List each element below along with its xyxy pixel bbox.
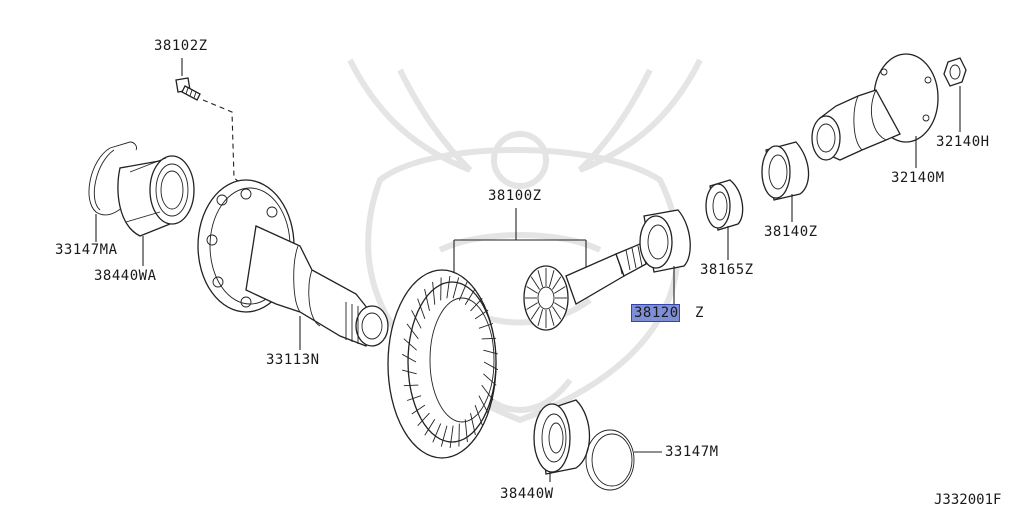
label-32140H[interactable]: 32140H (936, 134, 990, 150)
label-38100Z[interactable]: 38100Z (488, 188, 542, 204)
ring-gear-tooth (470, 297, 483, 312)
companion-flange-32140M[interactable] (811, 53, 939, 161)
ring-gear-tooth (483, 349, 498, 355)
label-38120Z-suffix: Z (695, 305, 704, 321)
ring-gear-tooth (403, 384, 419, 387)
pinion-gear-tooth (554, 302, 566, 310)
label-38440WA[interactable]: 38440WA (94, 268, 157, 284)
ring-gear-tooth (474, 309, 489, 320)
bearing-38440WA[interactable] (117, 155, 195, 237)
label-33147M[interactable]: 33147M (665, 444, 719, 460)
drive-pinion[interactable] (523, 243, 647, 331)
ring-gear-tooth (417, 298, 426, 320)
ring-gear-tooth (464, 419, 468, 443)
pinion-gear-tooth (548, 308, 555, 326)
pinion-gear-tooth (554, 286, 566, 294)
ring-gear-tooth (403, 338, 417, 351)
ring-gear-tooth (478, 323, 494, 329)
ring-gear-tooth (452, 277, 460, 299)
label-38120Z-digits: 38120 (634, 305, 679, 321)
ring-gear-tooth (470, 413, 476, 436)
pinion-gear-tooth (526, 302, 538, 310)
ring-gear-tooth (449, 425, 454, 449)
ring-gear-tooth (478, 395, 489, 414)
ring-gear-tooth (483, 361, 499, 371)
ring-gear-tooth (401, 353, 417, 363)
pinion-bearing-38120Z[interactable] (639, 209, 691, 273)
ring-gear-tooth (402, 369, 417, 375)
label-33113N[interactable]: 33113N (266, 352, 320, 368)
bolt-38102Z[interactable] (175, 58, 201, 101)
ring-gear-tooth (474, 404, 483, 426)
ring-gear-tooth (464, 288, 476, 305)
pinion-gear-tooth (552, 276, 562, 290)
pinion-gear-tooth (537, 270, 544, 288)
ring-gear-tooth (481, 384, 494, 401)
ring-gear-tooth (406, 323, 419, 340)
label-38120Z[interactable]: 38120 (631, 304, 680, 322)
ring-gear[interactable] (387, 269, 499, 459)
label-38102Z[interactable]: 38102Z (154, 38, 208, 54)
bearing-38440W[interactable] (533, 399, 591, 475)
ring-gear-tooth (424, 419, 436, 436)
ring-gear-tooth (424, 288, 430, 311)
ring-gear-tooth (483, 373, 497, 386)
label-38140Z[interactable]: 38140Z (764, 224, 818, 240)
pinion-gear-tooth (530, 276, 540, 290)
ring-gear-tooth (411, 310, 422, 329)
pinion-gear-tooth (552, 306, 562, 320)
label-33147MA[interactable]: 33147MA (55, 242, 118, 258)
label-38440W[interactable]: 38440W (500, 486, 554, 502)
transfer-shaft-33113N[interactable] (197, 179, 389, 347)
ring-gear-tooth (411, 404, 426, 415)
ring-gear-tooth (432, 423, 442, 443)
pinion-bearing-38140Z[interactable] (761, 141, 810, 201)
flange-nut-32140H[interactable] (943, 57, 967, 87)
ring-gear-tooth (406, 395, 422, 401)
ring-gear-tooth (432, 281, 436, 305)
pinion-gear-tooth (530, 306, 540, 320)
ring-gear-tooth (440, 425, 448, 447)
pinion-gear-tooth (548, 270, 555, 288)
pinion-gear-tooth (526, 286, 538, 294)
gear-set-bracket (453, 208, 587, 300)
pinion-gear-tooth (537, 308, 544, 326)
ring-gear-tooth (481, 337, 497, 340)
ring-gear-tooth (417, 412, 430, 427)
ring-gear-tooth (458, 281, 468, 301)
label-38165Z[interactable]: 38165Z (700, 262, 754, 278)
ring-gear-tooth (446, 275, 451, 299)
diagram-reference-code: J332001F (934, 492, 1002, 508)
snap-ring-33147M[interactable] (585, 429, 635, 491)
label-32140M[interactable]: 32140M (891, 170, 945, 186)
spacer-38165Z[interactable] (705, 179, 744, 231)
